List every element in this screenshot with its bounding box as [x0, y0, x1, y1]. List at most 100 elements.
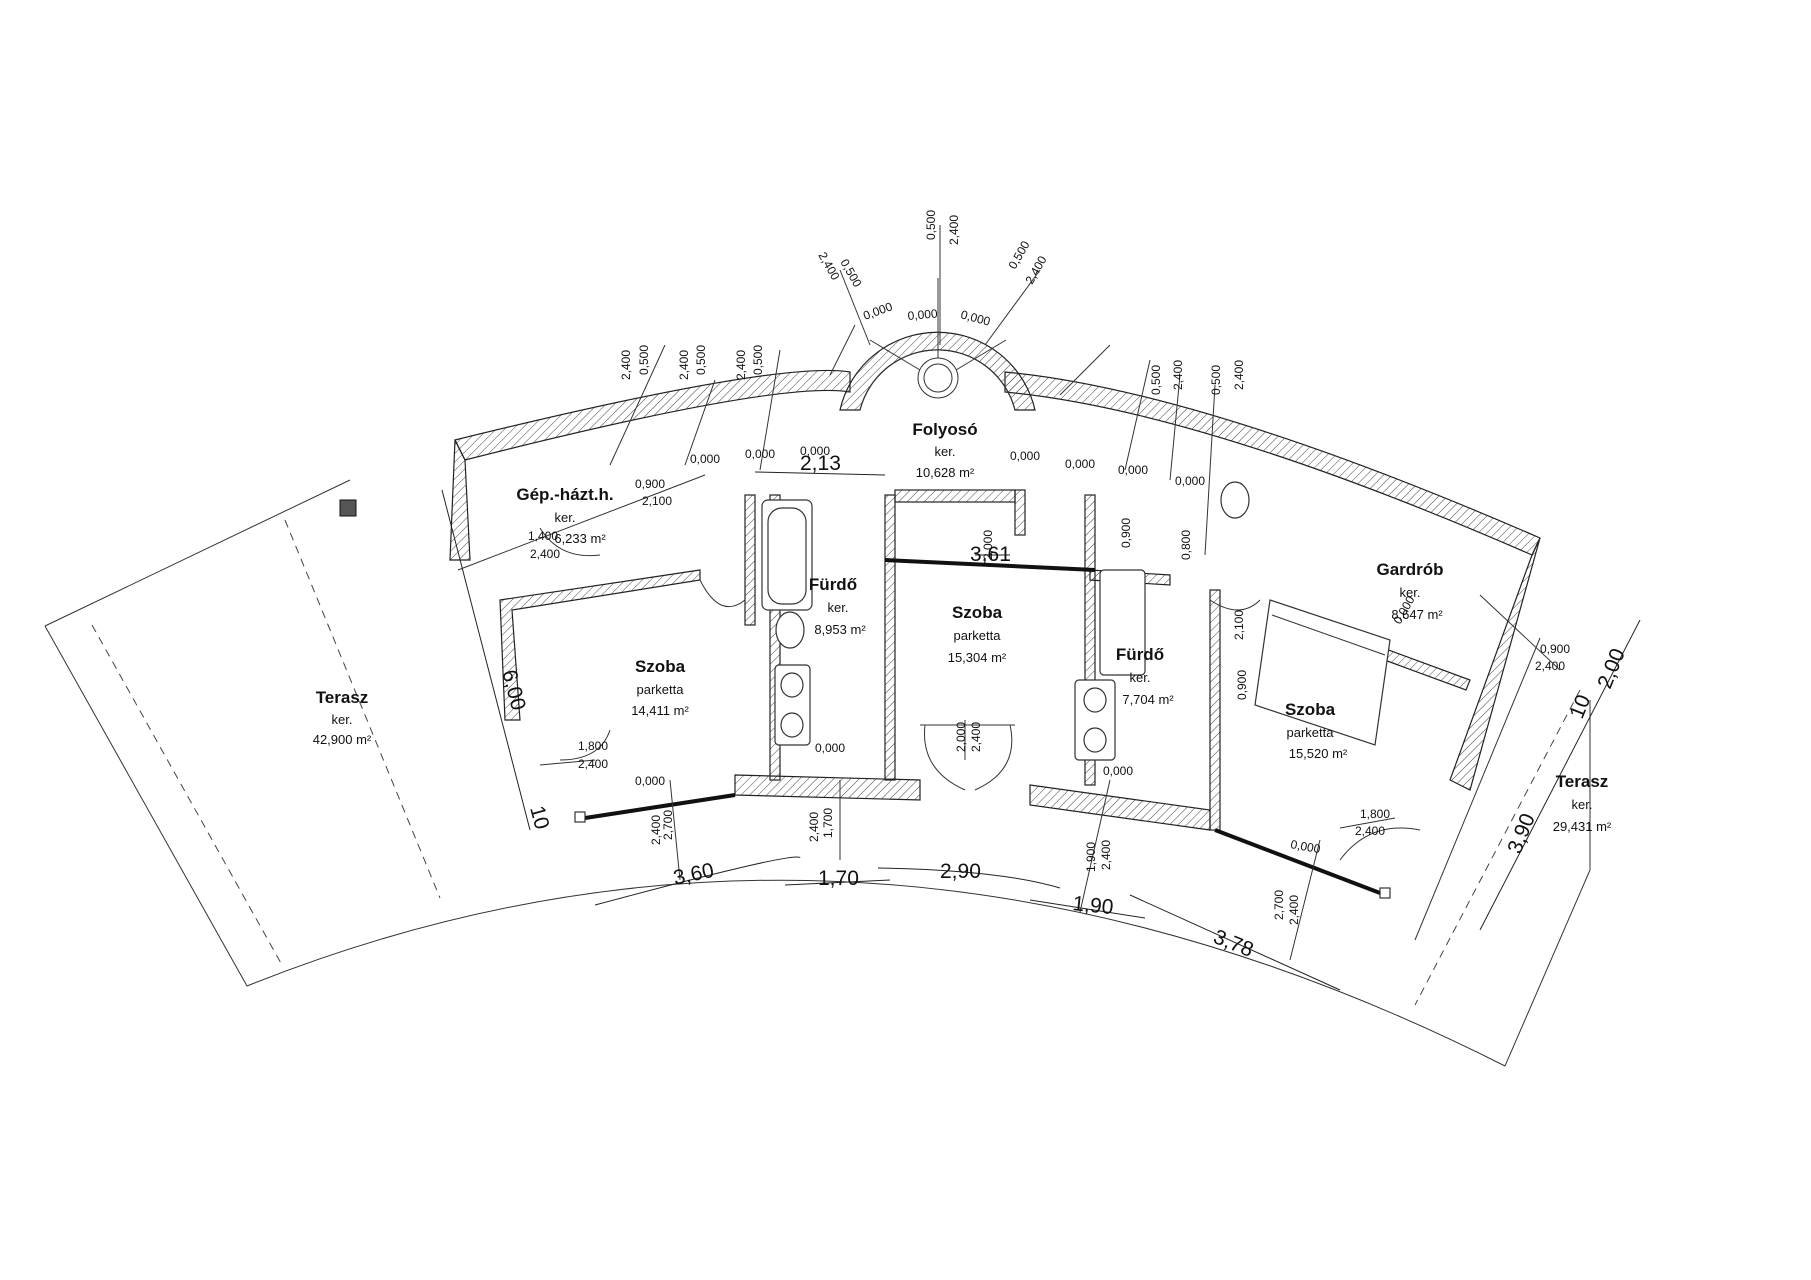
opening-height: 0,900	[1235, 670, 1249, 700]
room-area: 29,431 m²	[1553, 819, 1612, 834]
dim-3-61: 3,61	[970, 543, 1011, 566]
fixtures	[761, 481, 1391, 761]
room-name: Gardrób	[1376, 560, 1443, 579]
windows	[339, 499, 1391, 899]
room-area: 42,900 m²	[313, 732, 372, 747]
room-szoba-1: Szoba parketta 14,411 m²	[631, 657, 689, 718]
level-mark: 0,000	[1010, 449, 1040, 463]
level-mark: 0,000	[1289, 837, 1321, 856]
level-mark: 0,000	[1118, 463, 1148, 477]
room-area: 8,953 m²	[814, 622, 866, 637]
opening-height: 0,500	[1005, 238, 1032, 271]
room-name: Gép.-házt.h.	[516, 485, 613, 504]
opening-height: 2,400	[807, 812, 821, 842]
level-mark: 0,000	[815, 741, 845, 755]
opening-height: 2,700	[1272, 890, 1286, 920]
room-szoba-2: Szoba parketta 15,304 m²	[948, 603, 1007, 665]
level-mark: 0,000	[1175, 474, 1205, 488]
room-floor: ker.	[828, 600, 849, 615]
room-name: Terasz	[316, 688, 369, 707]
opening-height: 0,500	[751, 345, 765, 375]
dim-2-90: 2,90	[940, 860, 981, 883]
room-floor: ker.	[555, 510, 576, 525]
stair-tower	[839, 278, 1036, 411]
opening-height: 1,700	[821, 808, 835, 838]
dim-1-70: 1,70	[818, 867, 859, 890]
opening-height: 2,700	[661, 810, 675, 840]
room-floor: ker.	[935, 444, 956, 459]
opening-height: 0,900	[1540, 642, 1570, 656]
opening-height: 2,400	[1171, 360, 1185, 390]
opening-height: 2,400	[1022, 253, 1049, 286]
opening-height: 2,000	[954, 722, 968, 752]
opening-height: 2,400	[677, 350, 691, 380]
opening-height: 2,400	[619, 350, 633, 380]
room-floor: parketta	[1287, 725, 1335, 740]
opening-height: 2,400	[649, 815, 663, 845]
opening-height: 0,900	[1119, 518, 1133, 548]
opening-height: 1,900	[1084, 842, 1098, 872]
room-furdo-2: Fürdő ker. 7,704 m²	[1116, 645, 1174, 707]
dimension-lines	[441, 471, 1641, 991]
opening-height: 1,800	[578, 739, 608, 753]
outer-wall	[449, 369, 1541, 791]
room-name: Szoba	[952, 603, 1003, 622]
room-floor: ker.	[1130, 670, 1151, 685]
room-szoba-3: Szoba parketta 15,520 m²	[1285, 700, 1348, 761]
opening-height: 0,500	[694, 345, 708, 375]
opening-height: 0,500	[637, 345, 651, 375]
room-folyoso: Folyosó ker. 10,628 m²	[912, 420, 977, 480]
room-area: 6,233 m²	[554, 531, 606, 546]
level-mark: 0,000	[745, 447, 775, 461]
room-area: 15,520 m²	[1289, 746, 1348, 761]
level-mark: 0,000	[1103, 764, 1133, 778]
room-area: 15,304 m²	[948, 650, 1007, 665]
opening-height: 2,400	[1232, 360, 1246, 390]
level-mark: 0,000	[907, 306, 938, 323]
opening-height: 2,400	[578, 757, 608, 771]
opening-height: 2,400	[1355, 824, 1385, 838]
opening-height: 2,400	[1287, 895, 1301, 925]
opening-annotations: 0,500 2,400 0,500 2,400 0,500 2,400 0,50…	[528, 210, 1570, 925]
dim-6-00: 6,00	[497, 667, 530, 712]
room-floor: ker.	[1572, 797, 1593, 812]
room-name: Szoba	[635, 657, 686, 676]
level-mark: 0,000	[1065, 457, 1095, 471]
room-name: Folyosó	[912, 420, 977, 439]
level-mark: 0,000	[959, 307, 992, 328]
level-mark: 0,000	[861, 299, 894, 323]
room-name: Szoba	[1285, 700, 1336, 719]
room-gardrob: Gardrób ker. 8,647 m²	[1376, 560, 1443, 622]
opening-height: 0,500	[1149, 365, 1163, 395]
opening-height: 0,900	[635, 477, 665, 491]
room-floor: ker.	[332, 712, 353, 727]
room-area: 8,647 m²	[1391, 607, 1443, 622]
opening-height: 2,400	[1099, 840, 1113, 870]
terrace-outline	[44, 479, 1591, 1067]
opening-height: 1,400	[528, 529, 558, 543]
room-name: Fürdő	[809, 575, 857, 594]
dim-3-78: 3,78	[1210, 925, 1257, 962]
dim-10-right: 10	[1565, 692, 1595, 722]
opening-height: 0,500	[924, 210, 938, 240]
dim-1-90: 1,90	[1071, 892, 1114, 919]
room-name: Fürdő	[1116, 645, 1164, 664]
opening-height: 2,400	[734, 350, 748, 380]
room-name: Terasz	[1556, 772, 1609, 791]
dim-2-00: 2,00	[1593, 645, 1630, 692]
room-gep-haztartasi: Gép.-házt.h. ker. 6,233 m²	[516, 485, 613, 546]
room-floor: parketta	[954, 628, 1002, 643]
room-terasz-left: Terasz ker. 42,900 m²	[313, 688, 372, 747]
level-mark: 0,000	[690, 452, 720, 466]
opening-height: 2,400	[530, 547, 560, 561]
opening-height: 2,400	[969, 722, 983, 752]
opening-height: 2,000	[981, 530, 995, 560]
opening-height: 2,100	[1232, 610, 1246, 640]
room-floor: ker.	[1400, 585, 1421, 600]
opening-height: 2,400	[815, 250, 842, 283]
room-area: 14,411 m²	[631, 703, 689, 718]
level-mark: 0,000	[635, 774, 665, 788]
opening-height: 0,500	[1209, 365, 1223, 395]
opening-height: 2,400	[947, 215, 961, 245]
